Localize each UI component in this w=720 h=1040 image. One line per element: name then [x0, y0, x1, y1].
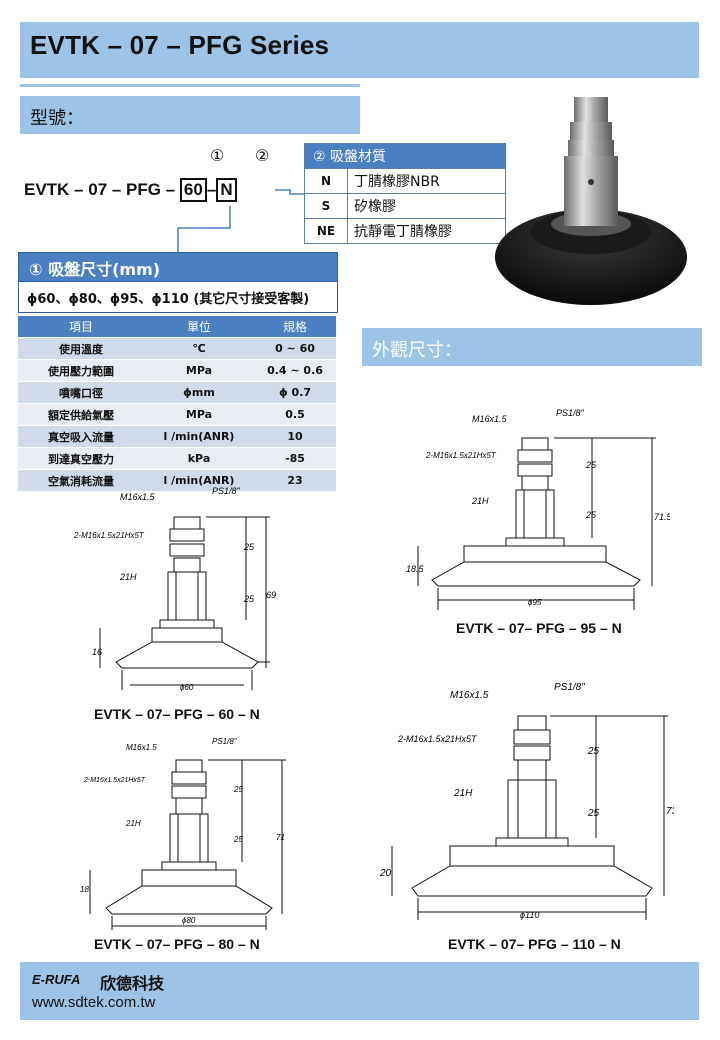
svg-text:18.5: 18.5: [406, 564, 425, 574]
footer: E-RUFA 欣德科技 www.sdtek.com.tw: [20, 962, 699, 1020]
svg-text:ϕ110: ϕ110: [520, 910, 539, 920]
svg-text:25: 25: [585, 460, 597, 470]
svg-text:25: 25: [587, 746, 600, 757]
svg-text:ϕ80: ϕ80: [182, 916, 196, 925]
caption-95: EVTK – 07– PFG – 95 – N: [456, 620, 622, 636]
size-box-header: ① 吸盤尺寸(mm): [18, 252, 338, 282]
caption-60: EVTK – 07– PFG – 60 – N: [94, 706, 260, 722]
dimension-section-banner: [362, 328, 702, 366]
footer-brand: E-RUFA: [32, 972, 81, 987]
svg-text:2-M16x1.5x21Hx5T: 2-M16x1.5x21Hx5T: [73, 531, 145, 540]
svg-text:ϕ60: ϕ60: [180, 683, 194, 692]
product-photo: [495, 97, 687, 305]
model-section-title: 型號：: [30, 108, 84, 129]
dimension-section-title: 外觀尺寸：: [372, 340, 462, 361]
svg-text:25: 25: [587, 808, 600, 819]
model-code-connectors: [177, 189, 304, 252]
svg-text:2-M16x1.5x21Hx5T: 2-M16x1.5x21Hx5T: [83, 777, 146, 784]
svg-text:PS1/8": PS1/8": [212, 486, 241, 496]
size-box-title: ① 吸盤尺寸(mm): [29, 260, 161, 279]
material-table-title: ② 吸盤材質: [304, 143, 506, 169]
svg-text:21H: 21H: [471, 496, 489, 506]
caption-110: EVTK – 07– PFG – 110 – N: [448, 936, 621, 952]
svg-text:21H: 21H: [125, 819, 141, 828]
svg-text:2-M16x1.5x21Hx5T: 2-M16x1.5x21Hx5T: [425, 451, 497, 460]
svg-text:25: 25: [233, 835, 243, 844]
model-code-material: N: [216, 178, 237, 202]
svg-text:18: 18: [80, 885, 89, 894]
svg-text:25: 25: [585, 510, 597, 520]
header-banner: [20, 22, 699, 78]
svg-text:M16x1.5: M16x1.5: [450, 690, 489, 701]
svg-text:25: 25: [243, 542, 255, 552]
spec-header-unit: 單位: [144, 316, 254, 338]
svg-text:M16x1.5: M16x1.5: [126, 743, 157, 752]
size-box-values: ϕ60、ϕ80、ϕ95、ϕ110 (其它尺寸接受客製): [27, 292, 310, 307]
material-marker: ②: [255, 146, 270, 165]
size-marker: ①: [210, 146, 225, 165]
drawing-110: M16x1.5 PS1/8" 2-M16x1.5x21Hx5T 21H 25 2…: [379, 682, 674, 920]
svg-text:25: 25: [233, 785, 243, 794]
drawing-80: M16x1.5 PS1/8" 2-M16x1.5x21Hx5T 21H 25 2…: [80, 737, 286, 930]
page-title: EVTK – 07 – PFG Series: [30, 30, 330, 60]
drawing-95: M16x1.5 PS1/8" 2-M16x1.5x21Hx5T 21H 25 2…: [406, 408, 670, 610]
svg-text:M16x1.5: M16x1.5: [472, 414, 508, 424]
svg-text:2-M16x1.5x21Hx5T: 2-M16x1.5x21Hx5T: [397, 734, 478, 744]
svg-text:25: 25: [243, 594, 255, 604]
caption-80: EVTK – 07– PFG – 80 – N: [94, 936, 260, 952]
model-code-dash: –: [206, 180, 217, 199]
svg-text:20: 20: [379, 868, 392, 879]
footer-url-link[interactable]: www.sdtek.com.tw: [32, 994, 156, 1011]
svg-text:ϕ95: ϕ95: [528, 598, 542, 607]
svg-text:M16x1.5: M16x1.5: [120, 492, 156, 502]
model-section-banner: [20, 96, 360, 134]
svg-text:PS1/8": PS1/8": [212, 737, 238, 746]
svg-text:PS1/8": PS1/8": [556, 408, 585, 418]
svg-text:69: 69: [266, 590, 276, 600]
spec-header-value: 規格: [254, 316, 336, 338]
svg-text:71: 71: [276, 833, 285, 842]
svg-text:71.5: 71.5: [654, 512, 670, 522]
svg-text:16: 16: [92, 647, 102, 657]
spec-header-item: 項目: [18, 316, 144, 338]
svg-text:PS1/8": PS1/8": [554, 682, 585, 693]
footer-company: 欣德科技: [100, 974, 165, 993]
header-divider: [20, 84, 360, 87]
model-code: EVTK – 07 – PFG – 60–N: [24, 178, 237, 202]
drawing-60: M16x1.5 PS1/8" 2-M16x1.5x21Hx5T 21H 25 2…: [73, 486, 276, 692]
size-box-body: ϕ60、ϕ80、ϕ95、ϕ110 (其它尺寸接受客製): [18, 281, 338, 313]
svg-text:21H: 21H: [453, 788, 473, 799]
model-code-size: 60: [179, 178, 207, 202]
model-code-prefix: EVTK – 07 – PFG –: [24, 180, 176, 199]
svg-text:73: 73: [666, 806, 674, 817]
svg-text:21H: 21H: [119, 572, 137, 582]
